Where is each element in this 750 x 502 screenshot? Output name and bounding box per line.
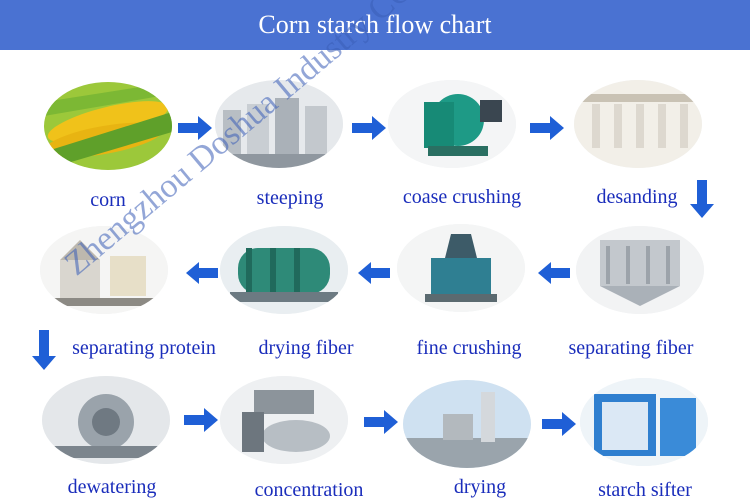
step-label-separating-protein: separating protein bbox=[72, 337, 216, 359]
arrow-left-icon bbox=[538, 262, 570, 284]
fiber-separator-image bbox=[576, 226, 704, 314]
step-label-corn: corn bbox=[90, 189, 126, 211]
arrow-right-icon bbox=[184, 408, 218, 432]
arrow-down-icon bbox=[690, 180, 714, 218]
step-label-concentration: concentration bbox=[254, 479, 364, 501]
step-label-dewatering: dewatering bbox=[67, 476, 157, 498]
step-label-desanding: desanding bbox=[596, 186, 678, 208]
arrow-right-icon bbox=[178, 116, 212, 140]
step-label-drying-fiber: drying fiber bbox=[258, 337, 354, 359]
arrow-right-icon bbox=[364, 410, 398, 434]
step-label-steeping: steeping bbox=[256, 187, 324, 209]
arrow-left-icon bbox=[358, 262, 390, 284]
coarse-crusher-image bbox=[388, 80, 516, 168]
step-label-starch-sifter: starch sifter bbox=[598, 479, 692, 501]
arrow-left-icon bbox=[186, 262, 218, 284]
arrow-right-icon bbox=[352, 116, 386, 140]
corn-cob-image bbox=[44, 82, 172, 170]
step-label-drying: drying bbox=[453, 476, 507, 498]
fine-crusher-image bbox=[397, 224, 525, 312]
title-bar: Corn starch flow chart bbox=[0, 0, 750, 50]
rotary-dryer-image bbox=[220, 226, 348, 314]
dewatering-centrifuge-image bbox=[42, 376, 170, 464]
arrow-right-icon bbox=[530, 116, 564, 140]
page-title: Corn starch flow chart bbox=[258, 10, 492, 39]
step-label-separating-fiber: separating fiber bbox=[568, 337, 694, 359]
concentration-machine-image bbox=[220, 376, 348, 464]
steeping-tanks-image bbox=[215, 80, 343, 168]
arrow-right-icon bbox=[542, 412, 576, 436]
starch-sifter-image bbox=[580, 378, 708, 466]
arrow-down-icon bbox=[32, 330, 56, 370]
flash-dryer-image bbox=[403, 380, 531, 468]
step-label-fine-crushing: fine crushing bbox=[416, 337, 522, 359]
desanding-cyclones-image bbox=[574, 80, 702, 168]
protein-separator-image bbox=[40, 226, 168, 314]
step-label-coase-crushing: coase crushing bbox=[402, 186, 522, 208]
